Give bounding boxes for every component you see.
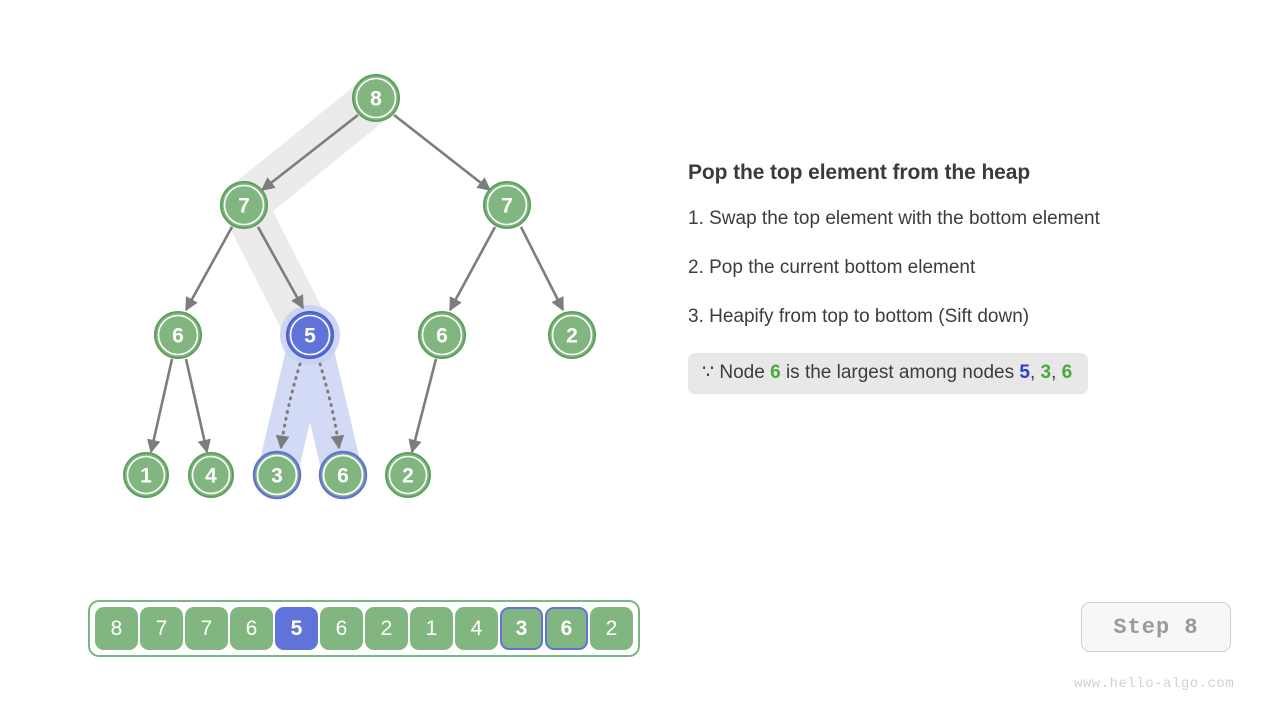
tree-nodes: 8 7 7 6 5: [123, 74, 596, 500]
reason-node-value: 6: [770, 362, 781, 384]
page-title: Pop the top element from the heap: [688, 161, 1031, 184]
tree-node-2-a[interactable]: 2: [548, 311, 596, 359]
tree-node-8-root[interactable]: 8: [352, 74, 400, 122]
tree-node-label: 2: [566, 325, 578, 348]
tree-node-label: 3: [271, 465, 283, 488]
tree-node-2-b[interactable]: 2: [385, 452, 431, 498]
reason-callout: ∵ Node 6 is the largest among nodes 5, 3…: [688, 353, 1089, 395]
tree-node-6-candidate[interactable]: 6: [318, 450, 368, 500]
tree-node-label: 2: [402, 465, 414, 488]
tree-node-5-current[interactable]: 5: [286, 311, 334, 359]
tree-node-7-right[interactable]: 7: [483, 181, 531, 229]
tree-node-3-candidate[interactable]: 3: [252, 450, 302, 500]
tree-node-label: 6: [436, 325, 448, 348]
tree-node-label: 7: [501, 195, 513, 218]
reason-candidate-3: 6: [1061, 362, 1073, 384]
array-cell[interactable]: 7: [185, 607, 228, 650]
array-cell[interactable]: 8: [95, 607, 138, 650]
array-cell[interactable]: 6: [230, 607, 273, 650]
array-cell[interactable]: 2: [590, 607, 633, 650]
step-item-2: 2. Pop the current bottom element: [688, 256, 976, 278]
watermark: www.hello-algo.com: [1074, 676, 1235, 692]
reason-candidate-2: 3: [1040, 362, 1052, 384]
explanation-panel: Pop the top element from the heap 1. Swa…: [688, 160, 1228, 395]
sift-down-arrows: [275, 362, 345, 450]
array-cell[interactable]: 1: [410, 607, 453, 650]
reason-sep-1: ,: [1029, 362, 1036, 384]
tree-node-label: 6: [172, 325, 184, 348]
tree-node-6-b[interactable]: 6: [418, 311, 466, 359]
tree-node-6-a[interactable]: 6: [154, 311, 202, 359]
heap-array: 8 7 7 6 5 6 2 1 4 3 6 2: [88, 600, 640, 657]
step-item-1: 1. Swap the top element with the bottom …: [688, 208, 1100, 230]
because-symbol: ∵: [702, 362, 715, 384]
heap-tree-diagram: 8 7 7 6 5: [123, 74, 596, 500]
reason-candidate-1: 5: [1019, 362, 1030, 384]
tree-node-7-left[interactable]: 7: [220, 181, 268, 229]
array-cell[interactable]: 2: [365, 607, 408, 650]
array-cell[interactable]: 4: [455, 607, 498, 650]
tree-node-label: 8: [370, 88, 382, 111]
tree-node-label: 4: [205, 465, 217, 488]
tree-node-1[interactable]: 1: [123, 452, 169, 498]
tree-node-label: 1: [140, 465, 152, 488]
array-cell-current[interactable]: 5: [275, 607, 318, 650]
array-cell[interactable]: 6: [320, 607, 363, 650]
step-badge: Step 8: [1081, 602, 1231, 652]
tree-node-label: 7: [238, 195, 250, 218]
array-cell-candidate[interactable]: 6: [545, 607, 588, 650]
step-item-3: 3. Heapify from top to bottom (Sift down…: [688, 305, 1030, 327]
tree-node-4[interactable]: 4: [188, 452, 234, 498]
array-cell-candidate[interactable]: 3: [500, 607, 543, 650]
reason-sep-2: ,: [1051, 362, 1057, 384]
reason-prefix: Node: [719, 362, 765, 384]
tree-node-label: 6: [337, 465, 349, 488]
reason-middle: is the largest among nodes: [785, 362, 1015, 384]
array-cell[interactable]: 7: [140, 607, 183, 650]
tree-node-label: 5: [304, 325, 316, 348]
tree-edges: [147, 113, 565, 454]
